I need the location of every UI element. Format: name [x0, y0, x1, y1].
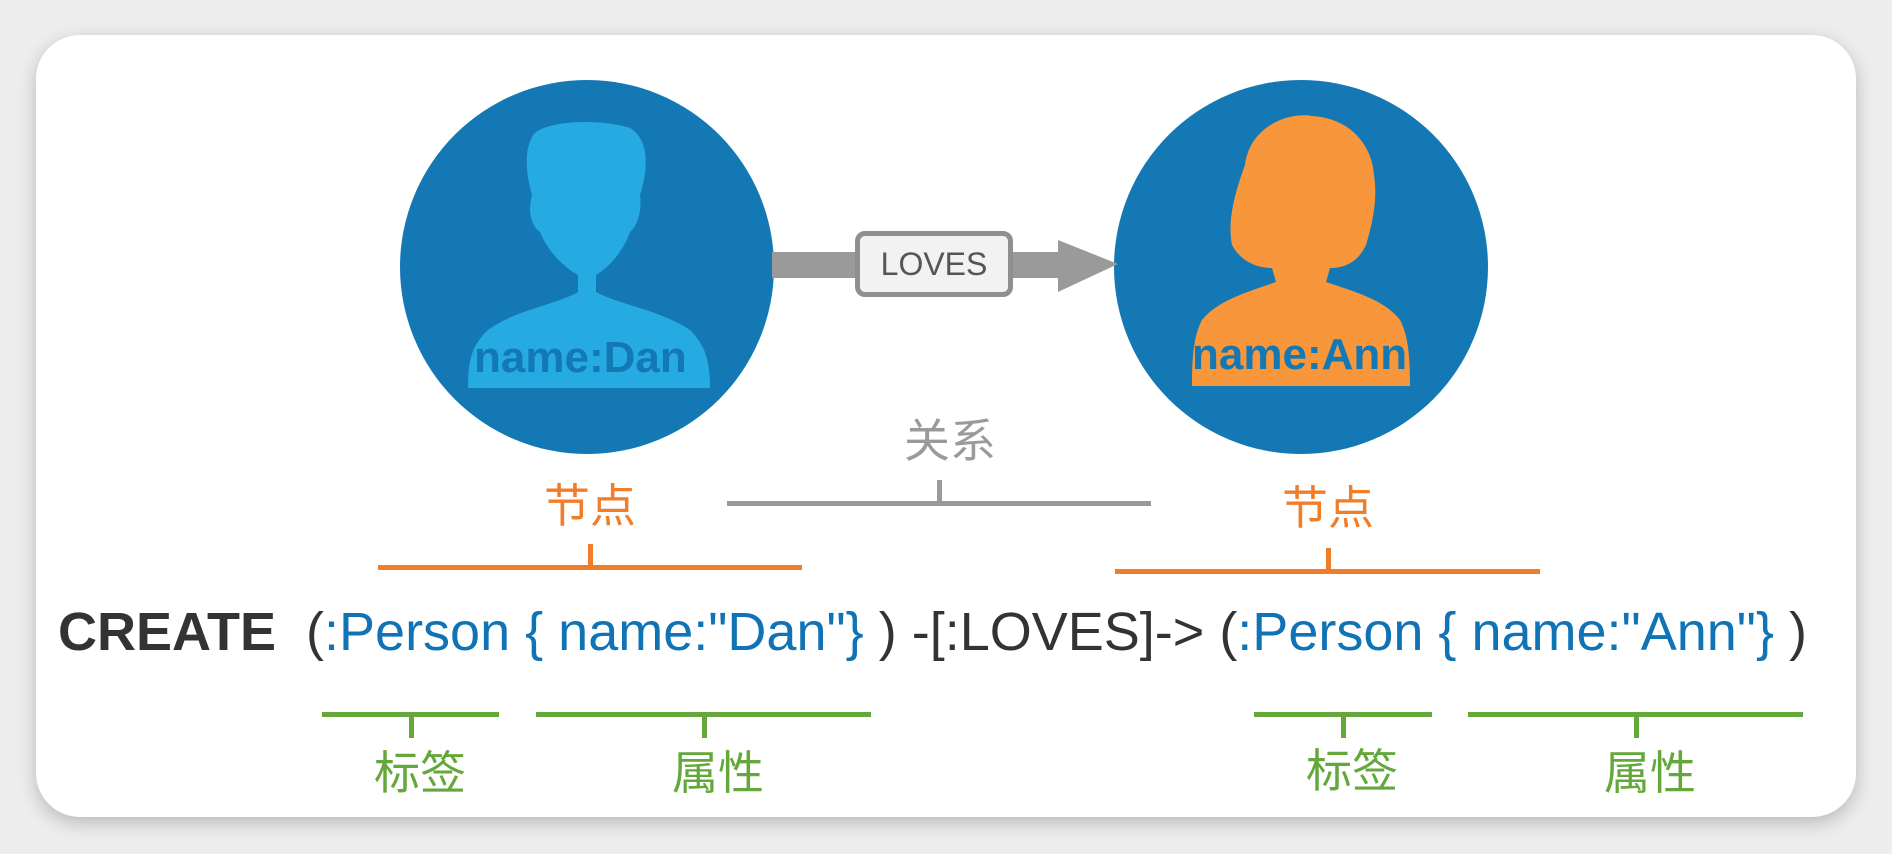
relationship-caption: 关系 — [904, 414, 996, 468]
diagram-card — [36, 35, 1856, 817]
node-name-ann: name:Ann — [1192, 330, 1408, 379]
node-caption-dan: 节点 — [544, 479, 636, 533]
node-bracket-dan — [378, 544, 802, 574]
relationship-label: LOVES — [880, 245, 988, 282]
node-name-dan: name:Dan — [474, 333, 687, 382]
code-close-paren-2: ) — [1789, 602, 1807, 662]
code-close-paren-1: ) — [878, 602, 897, 662]
annotation-label-2: 标签 — [1306, 744, 1398, 798]
property-bracket-1 — [536, 712, 871, 742]
code-label-2: :Person — [1237, 602, 1424, 662]
annotation-property-2: 属性 — [1604, 746, 1696, 800]
code-open-paren-1: ( — [306, 602, 325, 662]
code-keyword: CREATE — [58, 602, 277, 662]
property-bracket-2 — [1468, 712, 1803, 742]
annotation-label-1: 标签 — [374, 746, 466, 800]
label-bracket-2 — [1254, 712, 1432, 742]
node-bracket-ann — [1115, 548, 1540, 578]
code-props-2: { name:"Ann"} — [1438, 602, 1774, 662]
cypher-code-line: CREATE (:Person { name:"Dan"} ) -[:LOVES… — [58, 605, 1807, 659]
man-silhouette-icon — [468, 121, 710, 389]
relationship-bracket — [727, 480, 1151, 510]
relationship-label-box: LOVES — [855, 231, 1013, 297]
node-caption-ann: 节点 — [1282, 481, 1374, 535]
annotation-property-1: 属性 — [672, 746, 764, 800]
code-label-1: :Person — [324, 602, 511, 662]
label-bracket-1 — [322, 712, 499, 742]
code-relationship: -[:LOVES]-> — [896, 602, 1220, 662]
code-open-paren-2: ( — [1219, 602, 1238, 662]
woman-silhouette-icon — [1192, 115, 1410, 387]
code-props-1: { name:"Dan"} — [525, 602, 864, 662]
